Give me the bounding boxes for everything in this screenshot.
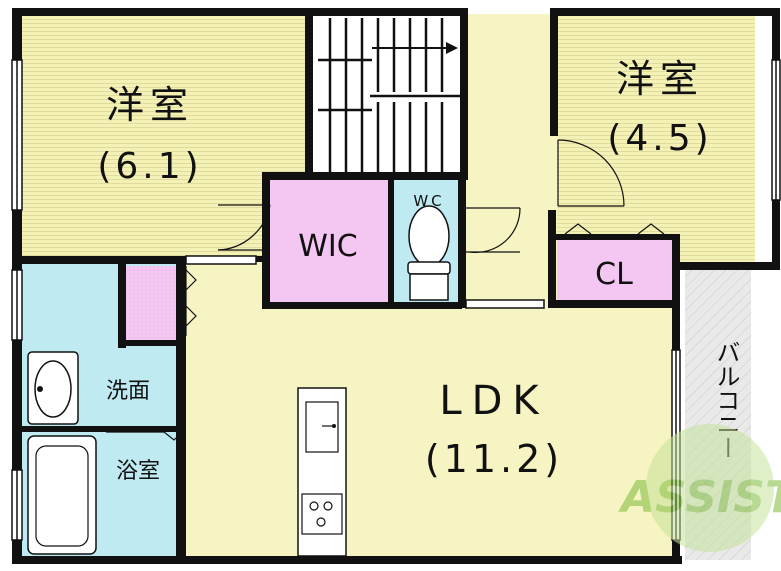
closet-label: CL bbox=[595, 257, 633, 292]
toilet-icon bbox=[407, 205, 451, 301]
linen-storage-floor bbox=[124, 266, 182, 344]
assist-logo: ASSIST bbox=[618, 424, 781, 552]
closet-floor bbox=[557, 236, 672, 302]
ldk-size: (11.2) bbox=[425, 437, 563, 481]
staircase bbox=[312, 14, 462, 176]
western-left-name: 洋室 bbox=[106, 83, 194, 127]
washroom-label: 洗面 bbox=[106, 379, 150, 404]
western-right-floor bbox=[555, 14, 755, 264]
ldk-name: LDK bbox=[439, 378, 548, 424]
wc-label: WC bbox=[413, 192, 444, 210]
western-left-size: (6.1) bbox=[97, 146, 202, 187]
bathtub-icon bbox=[27, 435, 97, 555]
washbasin-icon bbox=[27, 351, 79, 425]
wic-floor bbox=[268, 178, 390, 304]
hall-floor bbox=[462, 14, 557, 304]
ldk-floor bbox=[182, 262, 672, 560]
kitchen-counter bbox=[297, 387, 347, 557]
western-right-size: (4.5) bbox=[607, 118, 712, 159]
wic-label: WIC bbox=[298, 229, 357, 264]
assist-logo-text: ASSIST bbox=[618, 472, 781, 523]
doors bbox=[106, 139, 665, 441]
western-right-name: 洋室 bbox=[616, 57, 704, 101]
bathroom-label: 浴室 bbox=[116, 459, 160, 484]
western-left-floor bbox=[20, 14, 310, 264]
